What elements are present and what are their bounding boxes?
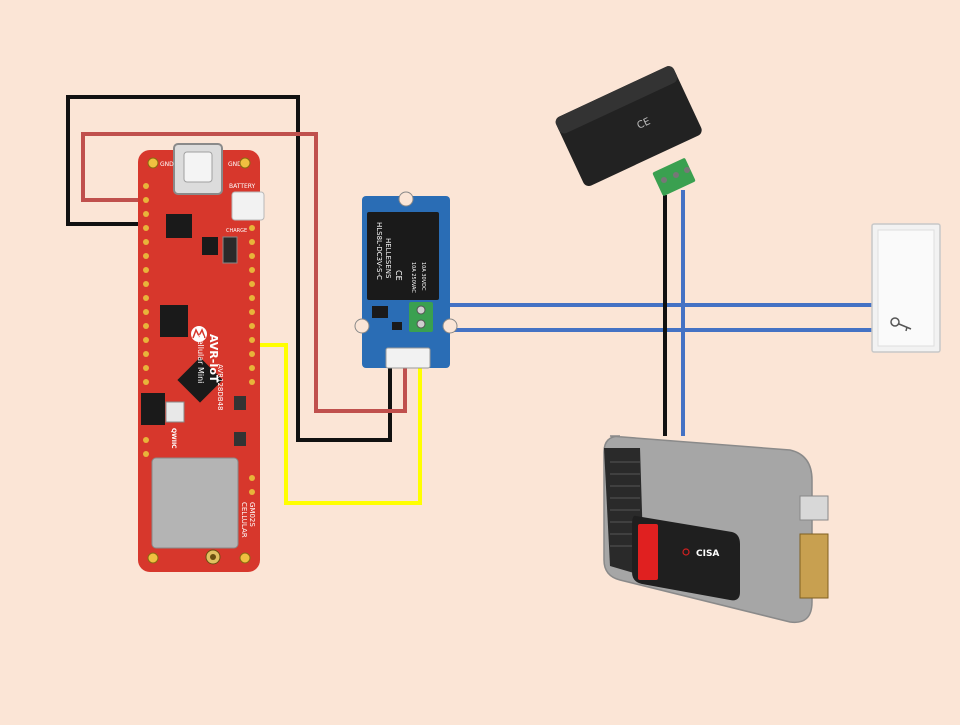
microchip-logo-icon bbox=[191, 326, 207, 342]
module-label-cellular: CELLULAR bbox=[240, 502, 248, 538]
relay-mount-right bbox=[442, 318, 458, 334]
yellow-wire-signal bbox=[256, 343, 422, 505]
chip-middle bbox=[160, 305, 188, 337]
lock-end-plate bbox=[799, 495, 829, 521]
battery-label: BATTERY bbox=[229, 183, 256, 190]
header-pins-left bbox=[143, 183, 149, 457]
chip-upper bbox=[166, 214, 192, 238]
electric-lock: CISA bbox=[603, 435, 829, 624]
charge-label: CHARGE bbox=[226, 228, 247, 234]
lock-brand: CISA bbox=[696, 549, 719, 559]
chip-small bbox=[202, 237, 218, 255]
mounting-holes bbox=[147, 157, 251, 564]
qwiic-label: QWIIC bbox=[170, 428, 177, 449]
lock-latch bbox=[799, 533, 829, 599]
relay-module: HELLESENS HLS8L-DC3V-S-C 10A 250VAC 10A … bbox=[354, 191, 458, 369]
psu-body bbox=[555, 66, 702, 187]
module-label-gm02s: GM02S bbox=[248, 502, 256, 527]
gnd-label-left: GND bbox=[160, 161, 174, 168]
red-wire-board-loop bbox=[81, 132, 407, 413]
relay-mount-top bbox=[398, 191, 414, 207]
relay-mount-left bbox=[354, 318, 370, 334]
key-icon bbox=[890, 317, 912, 332]
brand-avr-iot: AVR-IoT bbox=[207, 334, 220, 383]
relay-brand: HELLESENS bbox=[384, 238, 392, 279]
lock-red-button bbox=[638, 524, 658, 580]
mcu-chip bbox=[177, 357, 223, 403]
relay-rating1: 10A 250VAC bbox=[410, 262, 416, 293]
header-pins-right bbox=[249, 225, 255, 495]
qwiic-connector bbox=[165, 401, 185, 423]
battery-connector bbox=[231, 191, 265, 221]
gnd-label-right: GND bbox=[228, 161, 242, 168]
relay-grove-connector bbox=[385, 347, 431, 369]
relay-model: HLS8L-DC3V-S-C bbox=[375, 222, 383, 280]
chip-lower bbox=[141, 393, 165, 425]
brand-cellular-mini: Cellular Mini bbox=[196, 334, 205, 383]
sw1-button bbox=[234, 432, 246, 446]
avr-iot-board: BATTERY GND GND CHARGE bbox=[138, 143, 265, 572]
relay-body bbox=[367, 212, 439, 300]
ce-mark-icon: CE bbox=[394, 270, 403, 281]
charge-switch bbox=[222, 236, 238, 264]
power-supply: CE bbox=[555, 66, 702, 196]
mcu-label: AVR128DB48 bbox=[216, 364, 224, 410]
relay-rating2: 10A 30VDC bbox=[420, 262, 426, 291]
black-wire-board-loop bbox=[66, 95, 392, 442]
relay-terminal-block bbox=[409, 302, 433, 332]
lock-button-housing bbox=[632, 515, 740, 601]
sw0-button bbox=[234, 396, 246, 410]
keyhole-icon bbox=[682, 548, 690, 556]
terminal-block-icon bbox=[652, 158, 696, 196]
psu-ce-mark-icon: CE bbox=[636, 116, 653, 132]
push-button bbox=[871, 223, 941, 353]
wires bbox=[66, 95, 873, 505]
cellular-module bbox=[151, 457, 239, 549]
antenna-connector-icon bbox=[205, 549, 221, 565]
